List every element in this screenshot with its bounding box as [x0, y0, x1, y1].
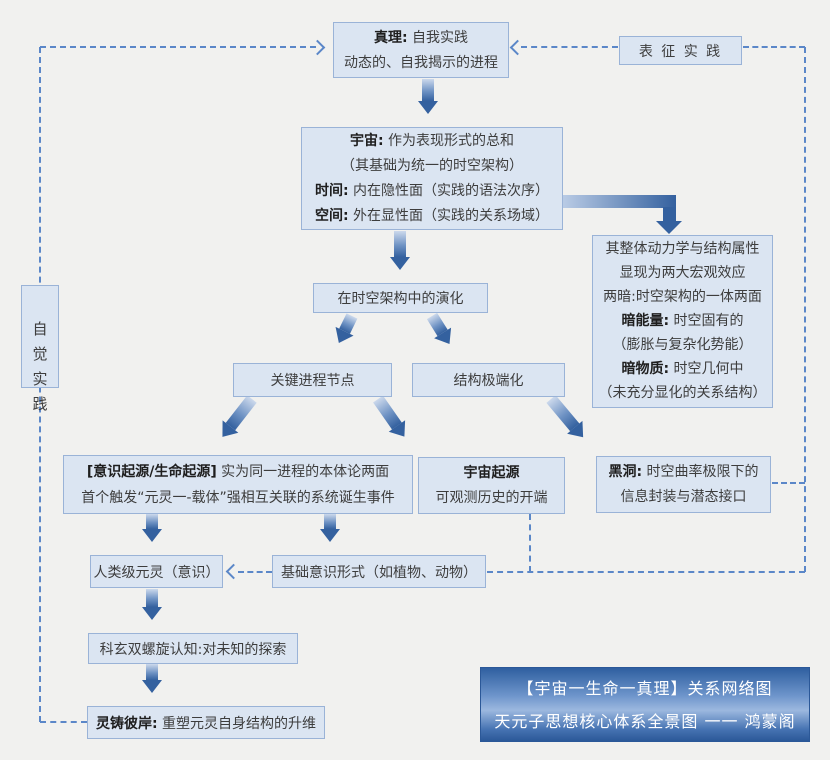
node-dark-dynamics: 其整体动力学与结构属性 显现为两大宏观效应 两暗:时空架构的一体两面 暗能量: … [592, 235, 773, 408]
node-dynamics-line2: 显现为两大宏观效应 [619, 265, 746, 281]
node-label: 人类级元灵（意识） [93, 564, 220, 581]
node-dynamics-line3: 两暗:时空架构的一体两面 [603, 289, 762, 305]
arrowhead-into-truth-right-icon [509, 39, 526, 56]
node-blackhole-line2: 信息封装与潜态接口 [620, 489, 747, 505]
arrow-universe-to-dynamics-horizontal [563, 195, 676, 208]
node-universe-line1: 宇宙: 作为表现形式的总和 [349, 133, 515, 149]
node-cosmos-line1: 宇宙起源 [463, 465, 520, 481]
node-human-meta-spirit: 人类级元灵（意识） [90, 555, 223, 588]
arrow-truth-to-universe [418, 79, 438, 114]
arrow-universe-to-dynamics-vertical [663, 207, 676, 221]
connector-left-feedback-top [40, 46, 316, 48]
connector-basic-to-right-edge [487, 571, 805, 573]
connector-left-feedback-bottom [40, 721, 87, 723]
node-blackhole: 黑洞: 时空曲率极限下的 信息封装与潜态接口 [596, 456, 771, 513]
title-box: 【宇宙一生命一真理】关系网络图 天元子思想核心体系全景图 一一 鸿蒙阁 [480, 667, 810, 742]
node-label: 表 征 实 践 [638, 43, 723, 60]
arrow-evolution-to-keynodes [329, 313, 358, 348]
node-spirit-ascension: 灵铸彼岸: 重塑元灵自身结构的升维 [87, 706, 325, 739]
arrow-universe-to-dynamics-head-icon [656, 221, 682, 234]
node-label: 自 觉 实 践 [32, 320, 48, 413]
arrow-origin-to-human [142, 514, 162, 542]
node-key-process-nodes: 关键进程节点 [233, 363, 392, 397]
title-line1: 【宇宙一生命一真理】关系网络图 [517, 679, 773, 698]
arrow-extremization-to-blackhole [546, 395, 591, 444]
node-universe: 宇宙: 作为表现形式的总和 （其基础为统一的时空架构） 时间: 内在隐性面（实践… [301, 127, 563, 230]
node-universe-line4: 空间: 外在显性面（实践的关系场域） [314, 208, 550, 224]
arrowhead-into-human-icon [225, 563, 242, 580]
node-sci-mystic-cognition: 科玄双螺旋认知:对未知的探索 [88, 633, 298, 664]
node-universe-line2: （其基础为统一的时空架构） [341, 158, 523, 174]
connector-right-edge-vertical [804, 47, 806, 572]
arrow-keynodes-to-origin [214, 395, 257, 443]
node-dynamics-line5: （膨胀与复杂化势能） [612, 337, 753, 353]
node-origin-line2: 首个触发“元灵一-载体”强相互关联的系统诞生事件 [81, 490, 395, 506]
node-structural-extremization: 结构极端化 [412, 363, 565, 397]
node-truth-line2: 动态的、自我揭示的进程 [344, 55, 498, 71]
connector-blackhole-stub [772, 482, 805, 484]
node-dynamics-line1: 其整体动力学与结构属性 [605, 241, 760, 257]
arrow-human-to-cognition [142, 589, 162, 620]
arrow-evolution-to-extremization [426, 312, 458, 350]
node-truth: 真理: 自我实践 动态的、自我揭示的进程 [333, 22, 509, 78]
node-label: 在时空架构中的演化 [337, 291, 464, 307]
connector-repr-to-right-edge [743, 46, 805, 48]
node-dynamics-line6: 暗物质: 时空几何中 [621, 361, 744, 377]
arrow-universe-to-evolution [390, 231, 410, 270]
node-self-practice: 自 觉 实 践 [21, 285, 59, 413]
node-universe-line3: 时间: 内在隐性面（实践的语法次序） [314, 183, 550, 199]
node-label: 关键进程节点 [270, 373, 355, 389]
arrow-cognition-to-ascension [142, 664, 162, 693]
node-evolution: 在时空架构中的演化 [313, 283, 488, 313]
node-label: 科玄双螺旋认知:对未知的探索 [99, 641, 287, 658]
connector-repr-to-truth [521, 46, 618, 48]
arrow-origin-to-basic [320, 514, 340, 542]
node-consciousness-life-origin: [意识起源/生命起源] 实为同一进程的本体论两面 首个触发“元灵一-载体”强相互… [63, 455, 413, 514]
node-label: 基础意识形式（如植物、动物） [281, 564, 477, 581]
node-label: 结构极端化 [453, 373, 524, 389]
arrow-keynodes-to-cosmos [373, 395, 413, 443]
title-line2: 天元子思想核心体系全景图 一一 鸿蒙阁 [494, 712, 796, 731]
arrowhead-into-truth-icon [309, 39, 326, 56]
node-dynamics-line7: （未充分显化的关系结构） [598, 385, 767, 401]
connector-basic-to-human [238, 571, 272, 573]
node-representation-practice: 表 征 实 践 [619, 36, 742, 65]
node-truth-line1: 真理: 自我实践 [373, 30, 469, 46]
connector-cosmos-down [529, 514, 531, 572]
node-cosmos-origin: 宇宙起源 可观测历史的开端 [418, 457, 565, 514]
node-basic-consciousness: 基础意识形式（如植物、动物） [272, 555, 486, 588]
node-dynamics-line4: 暗能量: 时空固有的 [621, 313, 744, 329]
node-blackhole-line1: 黑洞: 时空曲率极限下的 [608, 464, 759, 480]
node-origin-line1: [意识起源/生命起源] 实为同一进程的本体论两面 [86, 464, 390, 480]
node-cosmos-line2: 可观测历史的开端 [435, 490, 548, 506]
node-ascension-line: 灵铸彼岸: 重塑元灵自身结构的升维 [95, 715, 317, 732]
